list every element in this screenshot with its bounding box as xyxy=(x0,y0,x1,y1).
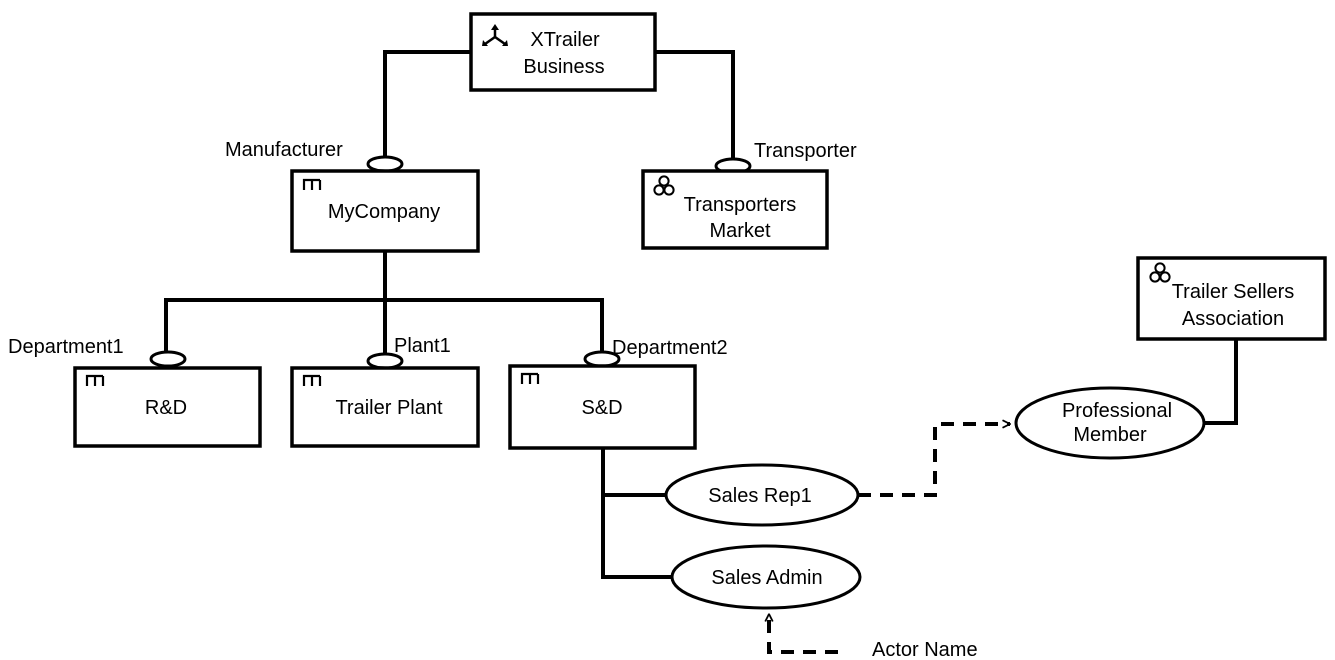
node-mycompany[interactable]: MyCompany xyxy=(290,169,480,253)
actor-professional-member[interactable]: Professional Member xyxy=(1014,386,1206,460)
organization-icon xyxy=(302,374,322,386)
actor-label: Sales Admin xyxy=(711,567,822,589)
actor-sales-admin[interactable]: Sales Admin xyxy=(670,544,862,610)
organization-icon xyxy=(302,178,322,190)
role-label-transporter: Transporter xyxy=(754,140,857,162)
sd-to-sales-rep-link xyxy=(601,446,668,497)
role-label-department1: Department1 xyxy=(8,336,124,358)
node-title-line2: Association xyxy=(1182,308,1284,330)
actor-label: Sales Rep1 xyxy=(708,485,811,507)
group-icon xyxy=(1149,262,1171,283)
node-title-line2: Market xyxy=(709,220,771,242)
xtrailer-to-mycompany-link xyxy=(383,50,473,160)
node-title: R&D xyxy=(145,397,187,419)
actor-label-line2: Member xyxy=(1073,424,1147,446)
node-rd[interactable]: R&D xyxy=(73,366,262,448)
legend-actor-name-label: Actor Name xyxy=(872,639,978,660)
node-title-line1: Trailer Sellers xyxy=(1172,281,1295,303)
connectors xyxy=(164,50,1238,654)
node-title-line1: XTrailer xyxy=(530,29,600,51)
sellers-to-professional-link xyxy=(1203,338,1238,425)
group-icon xyxy=(653,175,675,196)
sd-to-sales-admin-link xyxy=(601,493,674,579)
legend-dashed-arrow xyxy=(769,614,838,654)
role-label-department2: Department2 xyxy=(612,337,728,359)
node-title-line2: Business xyxy=(523,56,604,78)
manufacturer-port xyxy=(366,155,404,173)
node-title: Trailer Plant xyxy=(335,397,443,419)
organization-icon xyxy=(85,374,105,386)
xtrailer-to-transporters-link xyxy=(653,50,735,162)
agent-arrows-icon xyxy=(482,24,508,46)
department-bus-link xyxy=(164,298,604,357)
node-title-line1: Transporters xyxy=(684,194,797,216)
role-label-plant1: Plant1 xyxy=(394,335,451,357)
department1-port xyxy=(149,350,187,368)
node-xtrailer-business[interactable]: XTrailer Business xyxy=(469,12,657,92)
node-title: MyCompany xyxy=(328,201,440,223)
node-trailer-sellers-association[interactable]: Trailer Sellers Association xyxy=(1136,256,1327,341)
role-labels: Manufacturer Transporter Department1 Pla… xyxy=(8,139,857,359)
actor-label-line1: Professional xyxy=(1062,400,1172,422)
sales-rep-to-professional-dashed-link xyxy=(858,424,1010,497)
role-label-manufacturer: Manufacturer xyxy=(225,139,343,161)
node-sd[interactable]: S&D xyxy=(508,364,697,450)
node-transporters-market[interactable]: Transporters Market xyxy=(641,169,829,250)
organization-icon xyxy=(520,372,540,384)
node-title: S&D xyxy=(581,397,622,419)
node-trailer-plant[interactable]: Trailer Plant xyxy=(290,366,480,448)
actor-sales-rep[interactable]: Sales Rep1 xyxy=(664,463,860,527)
